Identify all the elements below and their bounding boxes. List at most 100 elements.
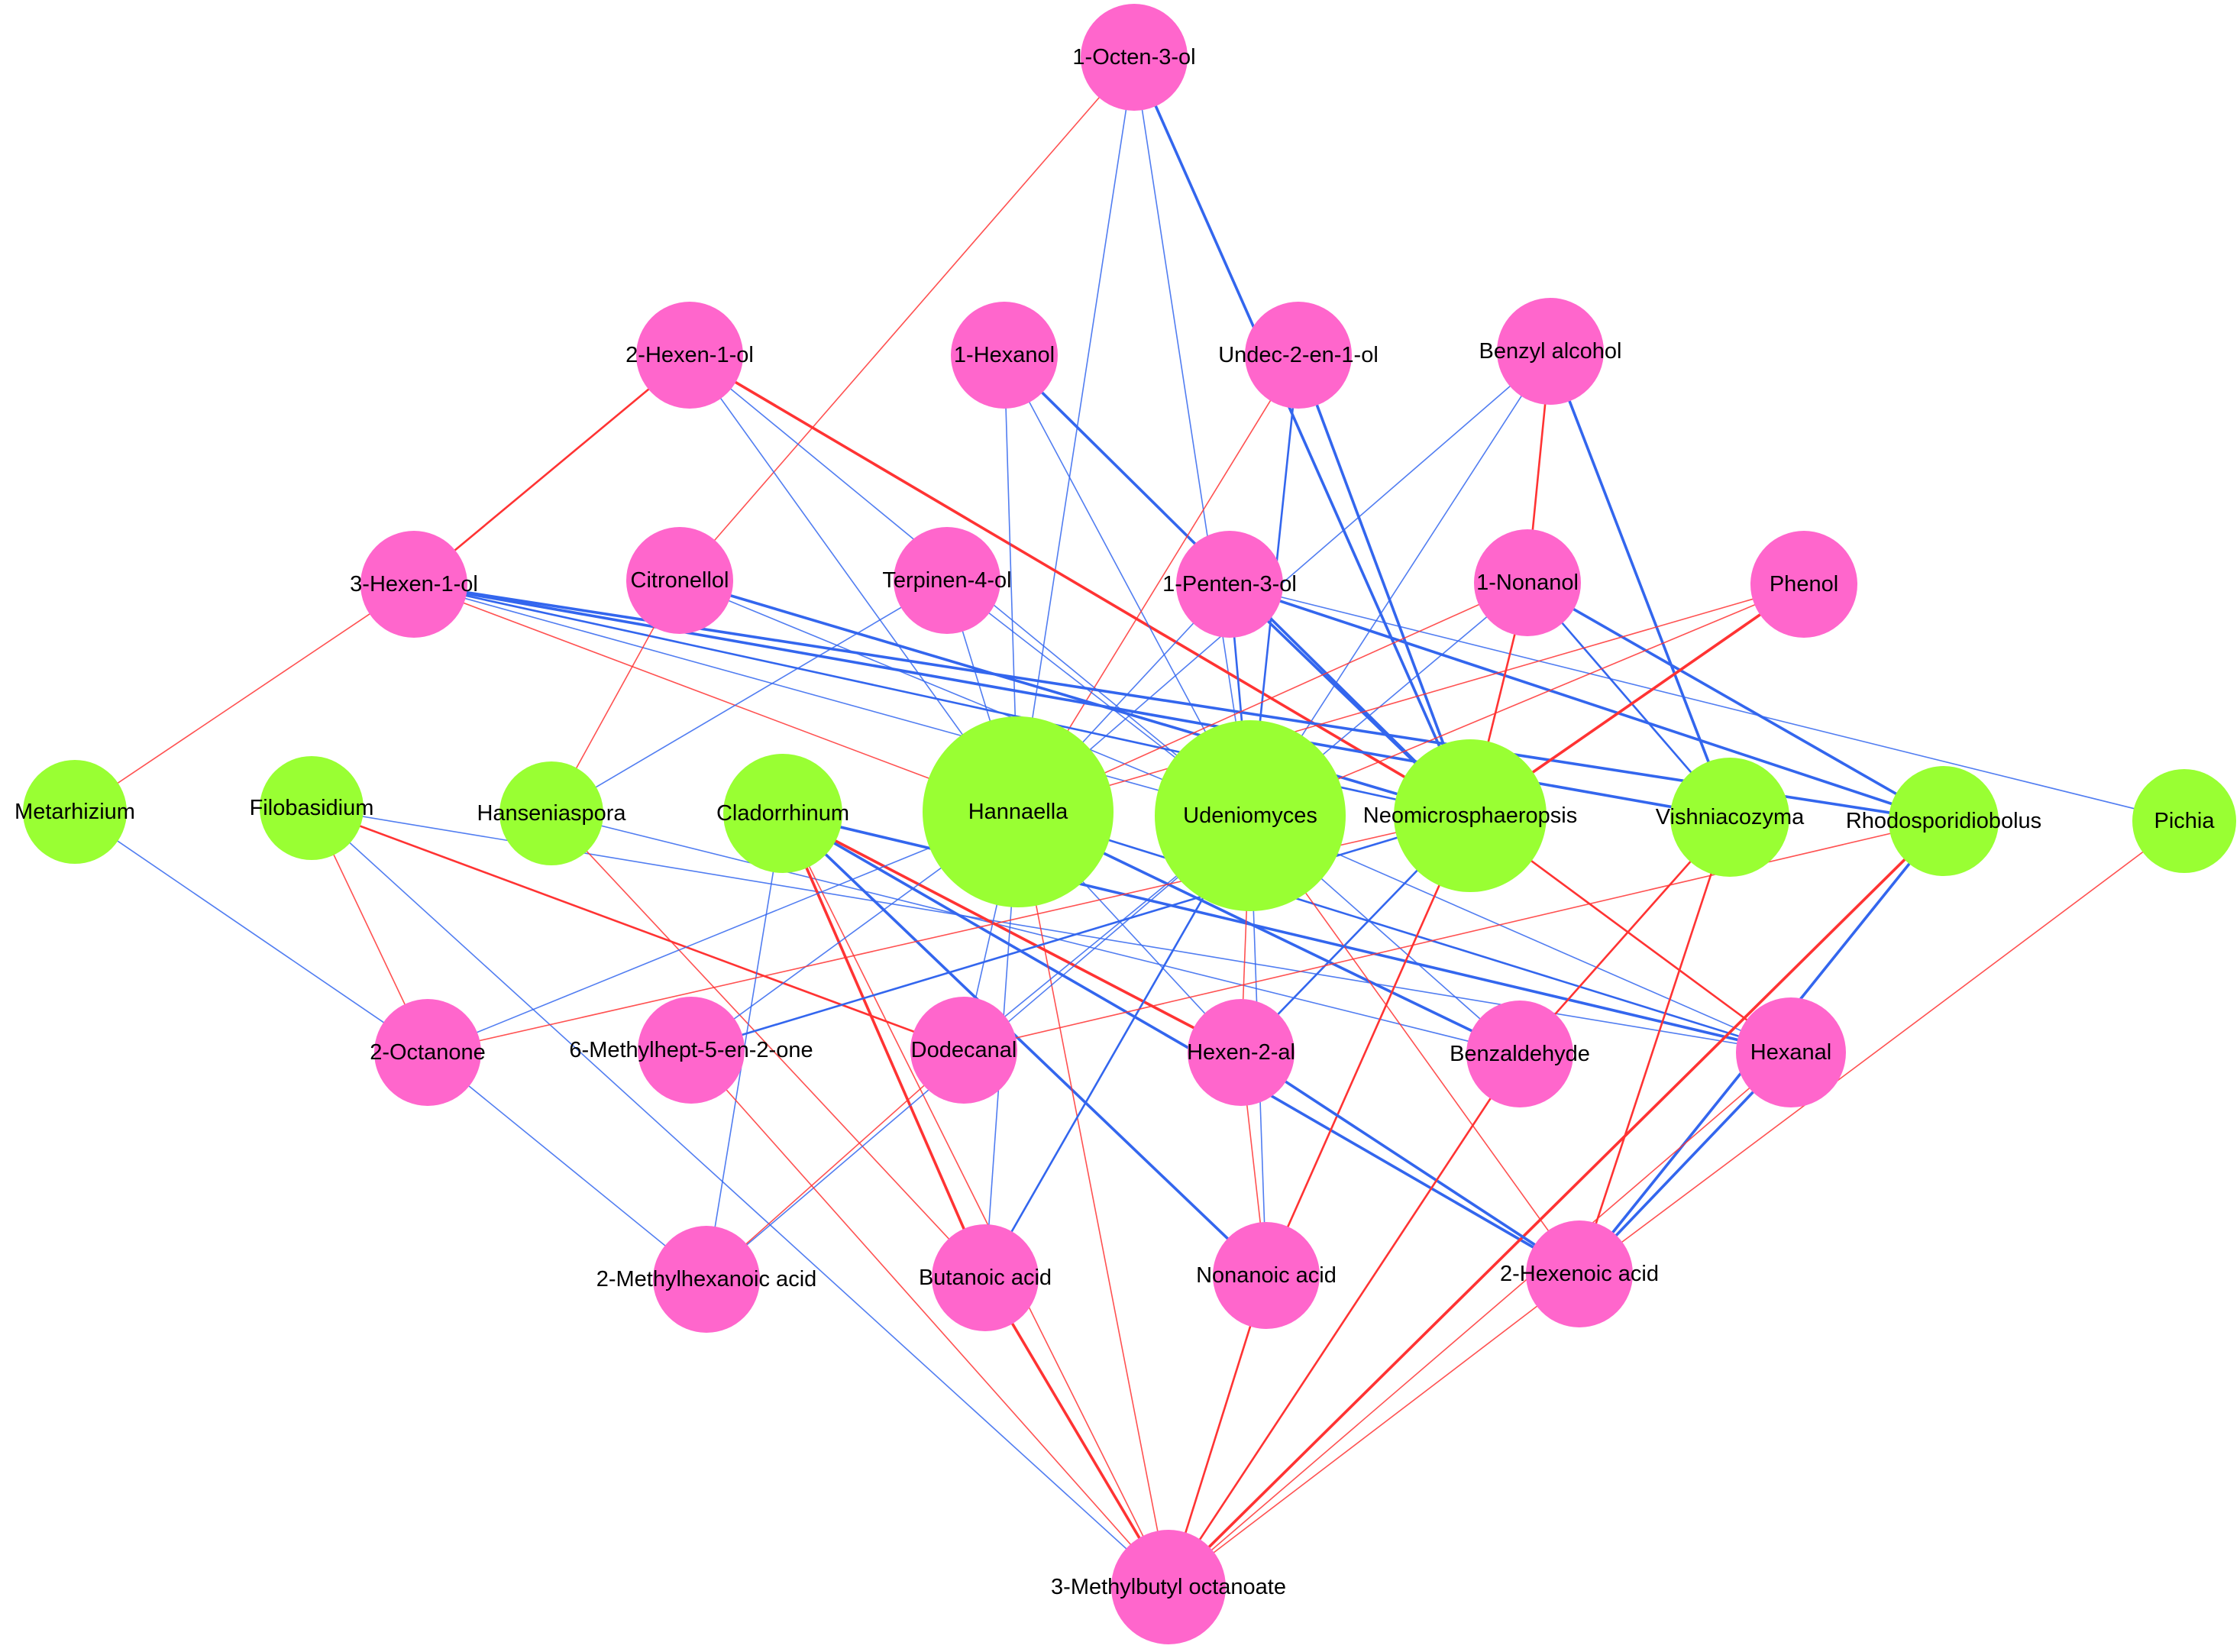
node-label: Benzaldehyde	[1450, 1042, 1590, 1066]
node-neo[interactable]: Neomicrosphaeropsis	[1363, 739, 1577, 892]
edge-rho-dod	[963, 820, 1944, 1051]
node-label: Rhodosporidiobolus	[1846, 809, 2041, 833]
compound-node-circle[interactable]	[1188, 999, 1295, 1106]
compound-node-circle[interactable]	[1213, 1222, 1320, 1329]
node-benzA[interactable]: Benzyl alcohol	[1479, 298, 1622, 405]
compound-node-circle[interactable]	[1245, 302, 1352, 409]
node-hxl[interactable]: Hexanal	[1736, 997, 1846, 1107]
node-label: Udeniomyces	[1183, 803, 1317, 828]
compound-node-circle[interactable]	[1497, 298, 1604, 405]
compound-node-circle[interactable]	[626, 527, 733, 634]
microbe-node-circle[interactable]	[260, 756, 364, 860]
node-label: 1-Octen-3-ol	[1072, 45, 1195, 70]
node-und[interactable]: Undec-2-en-1-ol	[1218, 302, 1379, 409]
compound-node-circle[interactable]	[653, 1226, 760, 1333]
compound-node-circle[interactable]	[894, 527, 1000, 634]
edge-clad-but	[781, 813, 987, 1279]
microbe-node-circle[interactable]	[23, 760, 127, 864]
node-hxa[interactable]: 2-Hexenoic acid	[1500, 1220, 1659, 1327]
node-label: 2-Methylhexanoic acid	[596, 1267, 817, 1292]
node-mbo[interactable]: 3-Methylbutyl octanoate	[1051, 1530, 1286, 1644]
node-but[interactable]: Butanoic acid	[919, 1224, 1052, 1331]
compound-node-circle[interactable]	[374, 999, 481, 1106]
node-hann[interactable]: Hannaella	[923, 716, 1114, 907]
edge-oct-cit	[679, 57, 1135, 581]
edge-phe-hann	[1017, 584, 1805, 813]
node-met[interactable]: Metarhizium	[15, 760, 135, 864]
edge-hx2-hx3	[413, 354, 690, 585]
compound-node-circle[interactable]	[1750, 531, 1857, 638]
node-nona[interactable]: Nonanoic acid	[1196, 1222, 1337, 1329]
compound-node-circle[interactable]	[636, 302, 743, 409]
node-mha[interactable]: 2-Methylhexanoic acid	[596, 1226, 817, 1333]
node-ter[interactable]: Terpinen-4-ol	[882, 527, 1012, 634]
node-clad[interactable]: Cladorrhinum	[716, 754, 849, 873]
compound-node-circle[interactable]	[1111, 1530, 1226, 1644]
node-hans[interactable]: Hanseniaspora	[477, 761, 626, 865]
microbe-node-circle[interactable]	[1155, 720, 1346, 911]
compound-node-circle[interactable]	[951, 302, 1058, 409]
microbe-node-circle[interactable]	[499, 761, 603, 865]
edge-fil-mbo	[311, 807, 1169, 1588]
compound-node-circle[interactable]	[1526, 1220, 1633, 1327]
edge-oct-ude	[1133, 57, 1251, 816]
node-label: Pichia	[2154, 809, 2216, 833]
edge-cit-ude	[679, 580, 1251, 816]
node-oct[interactable]: 1-Octen-3-ol	[1072, 4, 1196, 111]
node-layer: 1-Octen-3-ol 2-Hexen-1-ol 1-Hexanol Undec-2…	[15, 4, 2236, 1644]
compound-node-circle[interactable]	[1176, 531, 1283, 638]
edge-pic-hxa	[1579, 820, 2185, 1275]
edge-dod-mha	[706, 1049, 965, 1280]
node-vis[interactable]: Vishniacozyma	[1656, 758, 1805, 877]
node-label: 1-Penten-3-ol	[1162, 572, 1297, 596]
compound-node-circle[interactable]	[638, 997, 745, 1104]
microbe-node-circle[interactable]	[1670, 758, 1789, 877]
microbe-node-circle[interactable]	[923, 716, 1114, 907]
compound-node-circle[interactable]	[1081, 4, 1188, 111]
compound-node-circle[interactable]	[932, 1224, 1039, 1331]
node-mhe[interactable]: 6-Methylhept-5-en-2-one	[569, 997, 813, 1104]
node-pic[interactable]: Pichia	[2132, 769, 2236, 873]
node-pen[interactable]: 1-Penten-3-ol	[1162, 531, 1297, 638]
node-ude[interactable]: Udeniomyces	[1155, 720, 1346, 911]
edge-hx3-ude	[413, 584, 1251, 816]
node-hex1[interactable]: 1-Hexanol	[951, 302, 1058, 409]
edge-clad-mha	[706, 813, 784, 1280]
compound-node-circle[interactable]	[1466, 1001, 1573, 1107]
node-label: 3-Hexen-1-ol	[350, 572, 478, 596]
edge-vis-hxa	[1578, 816, 1731, 1275]
node-label: Dodecanal	[911, 1038, 1017, 1062]
edge-fil-dod	[311, 807, 965, 1052]
node-label: 3-Methylbutyl octanoate	[1051, 1575, 1286, 1599]
node-dod[interactable]: Dodecanal	[910, 997, 1017, 1104]
microbe-node-circle[interactable]	[723, 754, 842, 873]
edge-oct-neo	[1133, 57, 1472, 816]
node-bzal[interactable]: Benzaldehyde	[1450, 1001, 1590, 1107]
edge-rho-mbo	[1167, 820, 1945, 1589]
microbe-node-circle[interactable]	[2132, 769, 2236, 873]
microbe-node-circle[interactable]	[1889, 766, 1999, 876]
node-label: 1-Nonanol	[1476, 571, 1579, 595]
node-label: Vishniacozyma	[1656, 805, 1805, 829]
compound-node-circle[interactable]	[1474, 529, 1581, 636]
compound-node-circle[interactable]	[360, 531, 467, 638]
node-non1[interactable]: 1-Nonanol	[1474, 529, 1581, 636]
compound-node-circle[interactable]	[1736, 997, 1846, 1107]
compound-node-circle[interactable]	[910, 997, 1017, 1104]
node-rho[interactable]: Rhodosporidiobolus	[1846, 766, 2041, 876]
node-hxal2[interactable]: Hexen-2-al	[1187, 999, 1295, 1106]
node-phe[interactable]: Phenol	[1750, 531, 1857, 638]
edge-hans-but	[551, 813, 986, 1279]
edge-pen-pic	[1229, 584, 2185, 822]
node-hx3[interactable]: 3-Hexen-1-ol	[350, 531, 478, 638]
node-hx2[interactable]: 2-Hexen-1-ol	[625, 302, 754, 409]
edge-hxl-mbo	[1168, 1052, 1792, 1588]
microbe-node-circle[interactable]	[1394, 739, 1547, 892]
edge-mhe-mbo	[690, 1049, 1169, 1588]
node-cit[interactable]: Citronellol	[626, 527, 733, 634]
node-label: Undec-2-en-1-ol	[1218, 343, 1379, 367]
node-label: 2-Octanone	[370, 1040, 486, 1065]
node-fil[interactable]: Filobasidium	[250, 756, 374, 860]
node-oc2[interactable]: 2-Octanone	[370, 999, 486, 1106]
edge-clad-nona	[781, 812, 1268, 1277]
